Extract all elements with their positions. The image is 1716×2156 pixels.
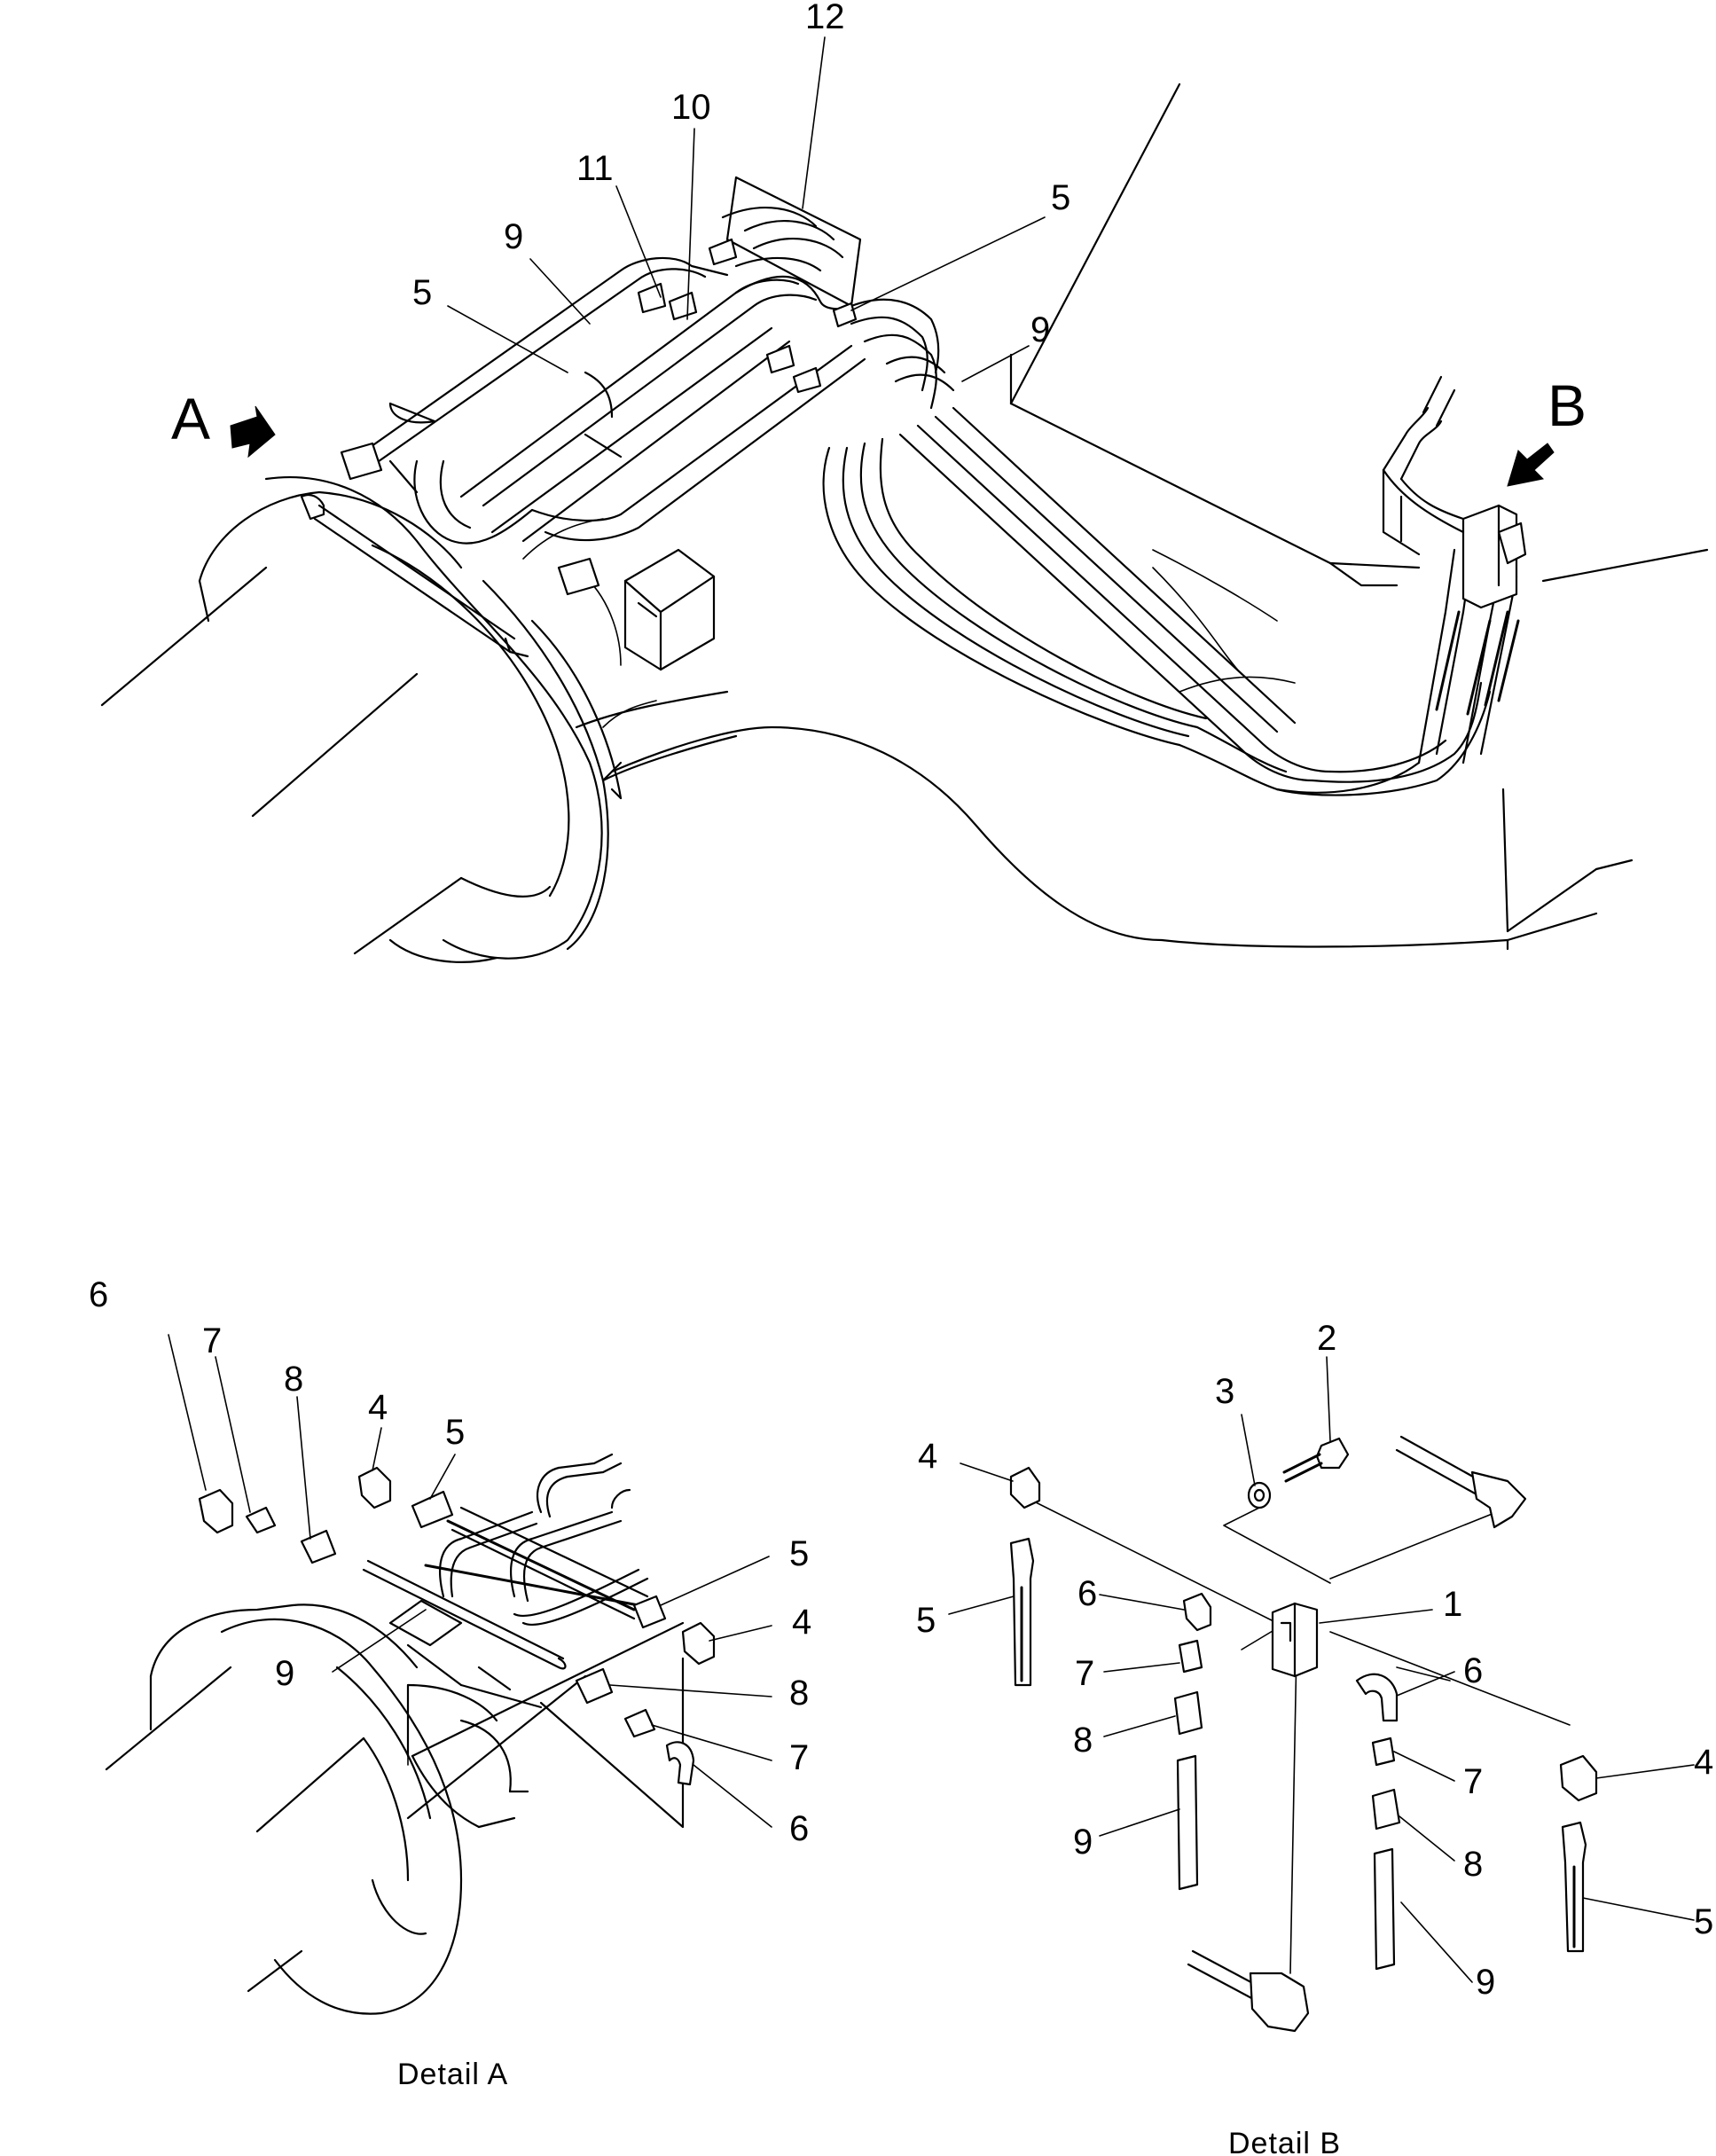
callout-db-7-right: 7 [1463,1762,1483,1801]
callout-db-2: 2 [1317,1319,1336,1358]
elbow-4-top [357,1466,392,1509]
detail-a-caption: Detail A [397,2058,508,2091]
main-leader-lines [447,36,1046,382]
callout-db-5-left: 5 [916,1601,936,1640]
callout-main-11: 11 [576,149,614,188]
connector-7-top [245,1506,277,1534]
elbow-6-right [665,1741,695,1786]
detail-a-callouts: 6 7 8 4 5 9 5 4 8 7 6 Detail A [89,1275,811,2091]
view-a-label: A [171,386,210,451]
callout-da-7-right: 7 [789,1738,809,1777]
callout-da-7-top: 7 [202,1321,222,1360]
main-callouts: 12 10 11 9 5 5 9 A B [171,0,1587,451]
detail-a-pipes-drawing [362,1453,649,1670]
elbow-fitting-6-top [198,1488,234,1534]
detail-b-view: 2 3 4 5 6 1 7 8 9 6 4 7 8 5 9 Detail B [916,1319,1713,2156]
fitting-5-right [632,1595,667,1629]
callout-db-3: 3 [1215,1372,1234,1411]
callout-db-9-left: 9 [1073,1823,1093,1862]
detail-a-view: 6 7 8 4 5 9 5 4 8 7 6 Detail A [89,1275,811,2091]
detail-b-callouts: 2 3 4 5 6 1 7 8 9 6 4 7 8 5 9 Detail B [916,1319,1713,2156]
callout-main-9-left: 9 [504,217,523,256]
callout-db-4-left: 4 [918,1437,937,1476]
pipe-bundle-drawing [300,176,1527,796]
elbow-6-left [1182,1592,1212,1632]
callout-main-5-left: 5 [412,273,432,312]
detail-a-fittings [198,1466,716,1786]
callout-main-5-right: 5 [1051,178,1070,217]
elbow-6-right-b [1355,1673,1399,1722]
detail-a-drum-drawing [105,1603,685,2015]
detail-b-lines [1028,1498,1571,1974]
axle-housing-drawing [100,402,738,963]
pipe-elbow-bottom [1249,1972,1310,2033]
callout-da-6-top: 6 [89,1275,108,1314]
connector-7-right [623,1708,656,1738]
view-b-label: B [1548,372,1587,438]
frame-body-drawing [610,82,1709,951]
callout-db-9-right: 9 [1476,1963,1495,2002]
nut-8-right-b [1371,1788,1401,1831]
callout-da-9: 9 [275,1654,294,1693]
nut-8-top [300,1529,337,1564]
nut-8-left [1173,1690,1203,1736]
main-assembly-view: 12 10 11 9 5 5 9 A B [100,0,1709,963]
detail-a-leader-lines [168,1334,772,1828]
fitting-5-top [411,1490,454,1529]
callout-db-8-left: 8 [1073,1721,1093,1760]
callout-main-9-right: 9 [1030,310,1050,349]
callout-main-10: 10 [671,88,711,127]
detail-b-caption: Detail B [1228,2127,1341,2156]
elbow-4-right [681,1621,716,1666]
tube-9-left [1176,1754,1199,1891]
view-a-arrow-icon [230,405,276,459]
nut-8-right [575,1667,614,1705]
callout-db-6-right: 6 [1463,1651,1483,1690]
callout-da-5-right: 5 [789,1534,809,1573]
tube-9-right-b [1373,1847,1396,1971]
callout-da-4-right: 4 [792,1603,811,1642]
callout-main-12: 12 [805,0,845,36]
elbow-4-right-b [1559,1754,1598,1802]
callout-da-8-top: 8 [284,1360,303,1399]
callout-db-1: 1 [1443,1585,1462,1624]
washer-3 [1247,1481,1272,1509]
detail-b-leader-lines [948,1356,1695,1983]
callout-da-5-top: 5 [445,1413,465,1452]
callout-db-4-right: 4 [1694,1743,1713,1782]
callout-da-8-right: 8 [789,1674,809,1713]
callout-da-6-right: 6 [789,1809,809,1848]
callout-db-6-left: 6 [1077,1574,1097,1613]
pipe-elbow-top-right [1470,1470,1527,1529]
callout-da-4-top: 4 [368,1388,388,1427]
view-arrows [230,405,1555,487]
elbow-4-left [1009,1466,1041,1509]
view-b-arrow-icon [1507,443,1555,487]
callout-db-5-right: 5 [1694,1902,1713,1941]
callout-db-7-left: 7 [1075,1654,1094,1693]
connector-7-left [1178,1639,1203,1674]
connector-7-right-b [1371,1737,1396,1767]
callout-db-8-right: 8 [1463,1845,1483,1884]
